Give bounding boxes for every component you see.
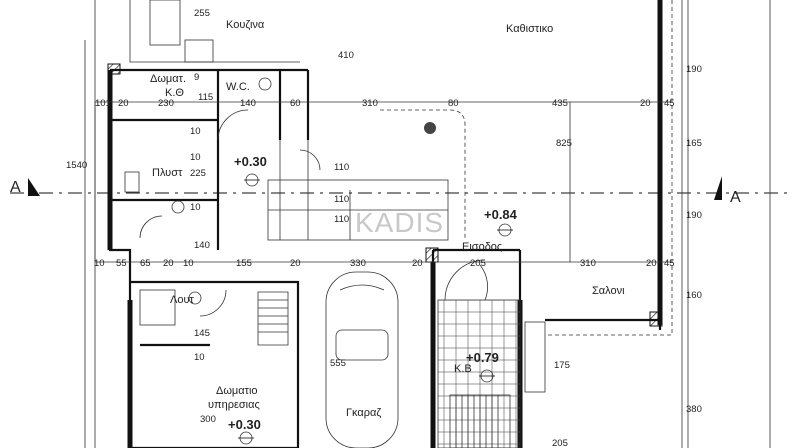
dimension-label: 230 <box>158 98 174 109</box>
dimension-label: 10 <box>190 202 201 213</box>
column-1 <box>107 63 121 75</box>
level-marker-service: +0.30 <box>228 417 261 445</box>
room-label-bathroom: Λουτ <box>170 294 194 306</box>
dimension-label: 380 <box>686 404 702 415</box>
dimension-label: 45 <box>664 258 675 269</box>
room-label-salon: Σαλονι <box>592 285 625 297</box>
kitchen-sink <box>149 0 181 46</box>
laundry-washer <box>171 200 185 214</box>
porch-tiles <box>437 299 521 448</box>
wc-toilet <box>258 77 272 91</box>
dimension-label: 205 <box>470 258 486 269</box>
dimension-lines <box>94 0 683 448</box>
garage-car <box>325 271 399 448</box>
dimension-label: 55 <box>116 258 127 269</box>
hatched-walls <box>107 0 663 448</box>
dimension-label: 101 <box>95 98 111 109</box>
dimension-label: 310 <box>580 258 596 269</box>
dining-outline <box>380 109 466 240</box>
porch-step-lines <box>455 395 499 448</box>
dimension-label: 20 <box>163 258 174 269</box>
dimension-label: 20 <box>118 98 129 109</box>
dimension-label: 20 <box>412 258 423 269</box>
room-label-storage: Κ.Β <box>454 363 472 375</box>
dimension-label: 10 <box>183 258 194 269</box>
toilet <box>188 291 202 305</box>
room-label-service-room-sub: υπηρεσιας <box>208 399 260 411</box>
dimension-label: 175 <box>554 360 570 371</box>
room-label-kitchen: Κουζινα <box>226 19 265 31</box>
dimension-label: 110 <box>334 162 349 173</box>
door-arcs <box>139 109 488 317</box>
stair-lines <box>268 140 448 240</box>
dimension-label: 410 <box>338 50 354 61</box>
section-mark-left: A <box>10 178 40 196</box>
dimension-label: 310 <box>362 98 378 109</box>
room-label-service-room: Δωματιο <box>216 385 258 397</box>
kitchen-counter <box>129 0 300 63</box>
dimension-label: 155 <box>236 258 252 269</box>
dimension-label: 9 <box>194 72 199 83</box>
svg-text:+0.84: +0.84 <box>484 207 518 222</box>
dimension-label: 190 <box>686 210 702 221</box>
dimension-label: 115 <box>198 92 213 103</box>
dimension-label: 160 <box>686 290 702 301</box>
dimension-label: 20 <box>290 258 301 269</box>
level-marker-hall: +0.30 <box>234 154 267 187</box>
room-label-wc: W.C. <box>226 81 250 93</box>
room-label-laundry: Πλυστ <box>152 167 183 179</box>
dimension-label: 825 <box>556 138 572 149</box>
kitchen-stove <box>184 39 214 63</box>
dimension-label: 165 <box>686 138 702 149</box>
dimension-label: 110 <box>334 194 349 205</box>
dimension-label: 1540 <box>66 160 87 171</box>
dimension-label: 10 <box>94 258 105 269</box>
room-label-maid-room: Δωματ. <box>150 73 186 85</box>
dimension-label: 45 <box>664 98 675 109</box>
dimension-label: 145 <box>194 328 210 339</box>
dimension-label: 10 <box>190 126 201 137</box>
level-marker-porch: +0.79 <box>466 350 499 383</box>
column-2 <box>425 247 439 263</box>
service-stair <box>257 291 289 346</box>
column-3 <box>649 311 663 327</box>
section-mark-right: A <box>714 176 741 206</box>
light-point <box>424 122 436 134</box>
dimension-label: 60 <box>290 98 301 109</box>
level-marker-entrance: +0.84 <box>484 207 518 237</box>
room-label-living: Καθιστικο <box>506 23 553 35</box>
svg-text:+0.79: +0.79 <box>466 350 499 365</box>
watermark: KADIS <box>355 207 444 238</box>
svg-text:A: A <box>10 179 21 196</box>
plot-boundary-left <box>84 0 96 448</box>
laundry-sink <box>124 171 140 193</box>
dimension-label: 140 <box>194 240 210 251</box>
dimension-label: 80 <box>448 98 459 109</box>
room-label-maid-room-sub: Κ.Θ <box>165 87 184 99</box>
dimension-label: 20 <box>646 258 657 269</box>
svg-text:+0.30: +0.30 <box>234 154 267 169</box>
dimension-label: 205 <box>552 438 568 448</box>
room-label-entrance: Εισοδος <box>462 241 502 253</box>
dimension-label: 190 <box>686 64 702 75</box>
plot-boundary-right <box>687 0 771 448</box>
room-label-garage: Γκαραζ <box>346 407 381 419</box>
dimension-label: 330 <box>350 258 366 269</box>
dimension-label: 435 <box>552 98 568 109</box>
dimension-label: 225 <box>190 168 206 179</box>
shower <box>139 289 176 326</box>
dimension-label: 65 <box>140 258 151 269</box>
dimension-label: 255 <box>194 8 210 19</box>
dimension-label: 110 <box>334 214 349 225</box>
svg-text:+0.30: +0.30 <box>228 417 261 432</box>
dimension-label: 140 <box>240 98 256 109</box>
svg-text:A: A <box>730 189 741 206</box>
dimension-label: 10 <box>190 152 201 163</box>
dimension-label: 10 <box>194 352 205 363</box>
salon-steps <box>524 321 546 393</box>
dimension-label: 20 <box>640 98 651 109</box>
dimension-label: 555 <box>330 358 346 369</box>
dimension-label: 300 <box>200 414 216 425</box>
